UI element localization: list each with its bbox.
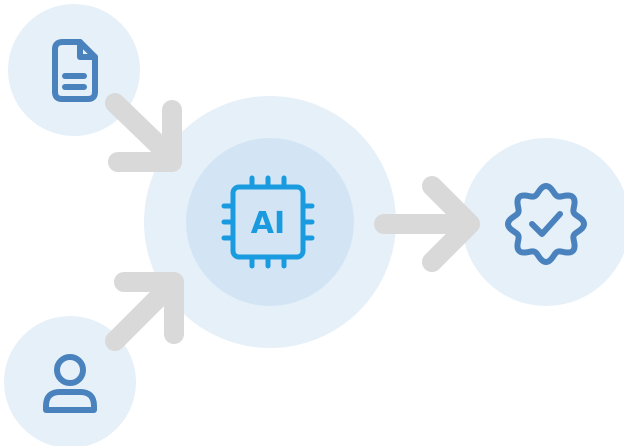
verified-node [462, 138, 624, 306]
ai-chip-icon: AI [221, 175, 315, 269]
ai-chip-label: AI [251, 206, 285, 241]
arrow-user-to-ai [105, 272, 184, 351]
user-icon [43, 354, 97, 413]
verified-badge-icon [505, 183, 587, 265]
document-icon [52, 39, 98, 102]
arrow-ai-to-verified [374, 176, 480, 272]
arrow-document-to-ai [105, 93, 182, 172]
ai-node-core [186, 138, 354, 306]
